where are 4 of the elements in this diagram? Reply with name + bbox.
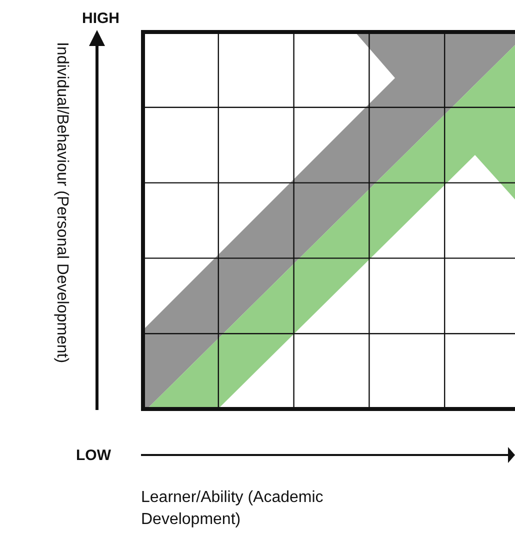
x-axis-title: Learner/Ability (Academic Development) [141, 488, 324, 530]
y-axis-title: Individual/Behaviour (Personal Development) [52, 40, 72, 366]
axis-end-label: HIGH [82, 10, 120, 27]
axis-end-label: LOW [76, 447, 111, 464]
